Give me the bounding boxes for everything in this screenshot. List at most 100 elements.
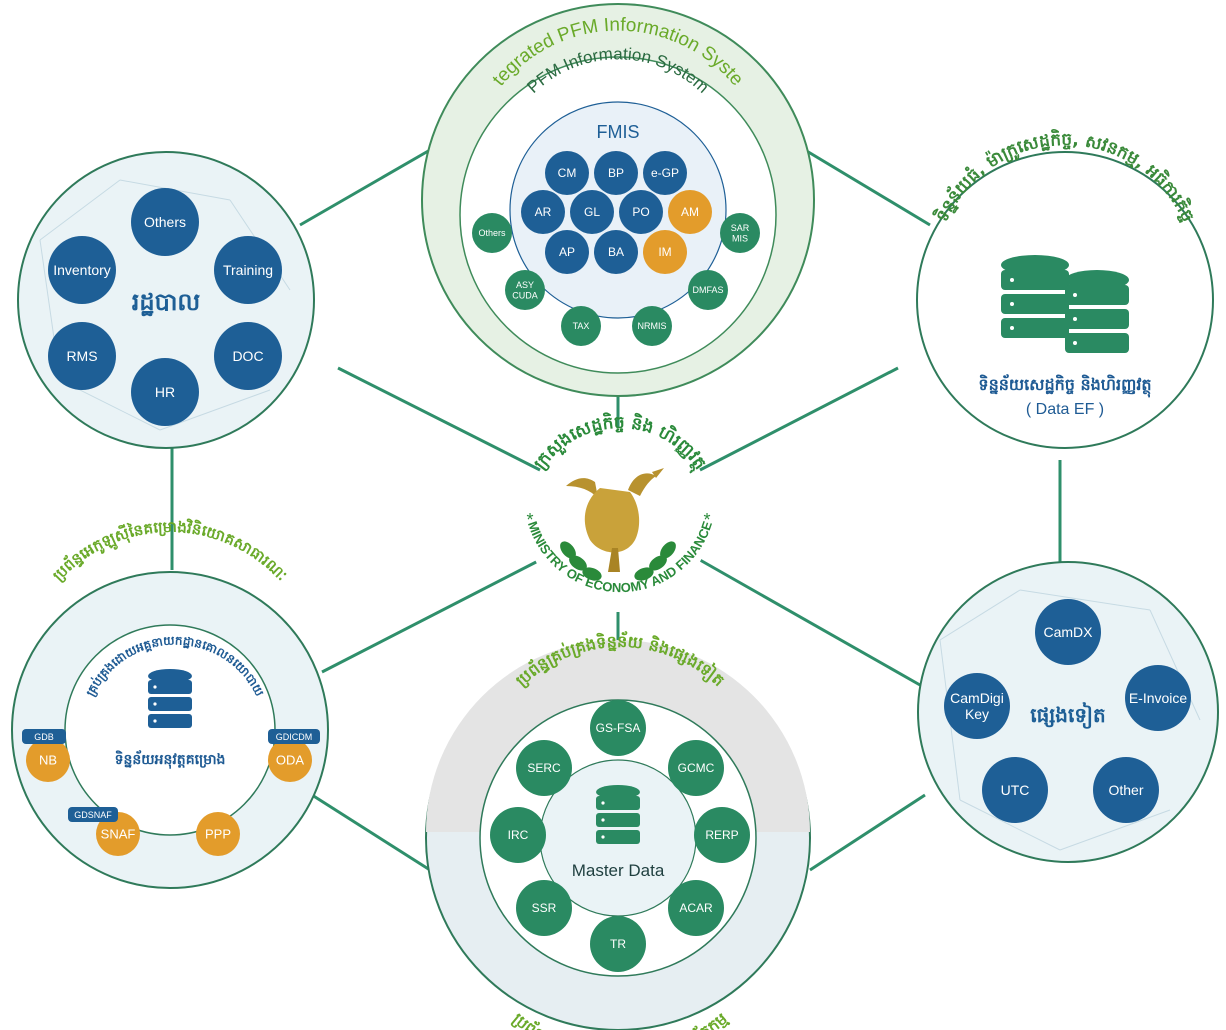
pip-node-group: NB ODA SNAF PPP xyxy=(26,738,312,856)
database-icon xyxy=(148,669,192,728)
node-acar-circle xyxy=(668,880,724,936)
node-tax-label: TAX xyxy=(573,321,590,331)
node-e-gp-circle xyxy=(643,151,687,195)
node-other-label: Other xyxy=(1108,782,1143,798)
fmis-title: FMIS xyxy=(597,122,640,142)
node-others-circle xyxy=(131,188,199,256)
node-others-label: Others xyxy=(144,214,186,230)
node-rms-circle xyxy=(48,322,116,390)
node-doc-circle xyxy=(214,322,282,390)
node-po-label: PO xyxy=(632,205,649,219)
node-dmfas-label: DMFAS xyxy=(692,285,723,295)
pip-label: ទិន្នន័យអនុវត្តគម្រោង xyxy=(115,750,226,769)
connector-lines xyxy=(170,148,1062,872)
tag-gdb-badge xyxy=(22,729,66,744)
laurel-wreath-icon xyxy=(560,541,676,581)
node-ppp-label: PPP xyxy=(205,827,231,842)
rooster-emblem-icon xyxy=(566,468,664,572)
pip-cluster: ប្រព័ន្ធអេកូឡូស៊ីនៃគម្រោងវិនិយោគសាធារណៈ … xyxy=(11,518,329,889)
node-cm-circle xyxy=(545,151,589,195)
node-snaf-label: SNAF xyxy=(101,827,136,842)
node-serc-circle xyxy=(516,740,572,796)
node-ap-circle xyxy=(545,230,589,274)
node-camdigi-key-circle xyxy=(944,673,1010,739)
database-icon xyxy=(596,785,640,844)
node-inventory-label: Inventory xyxy=(53,262,111,278)
database-icon xyxy=(1001,255,1129,353)
node-rerp-label: RERP xyxy=(705,828,738,842)
node-doc-label: DOC xyxy=(232,348,263,364)
node-e-gp-label: e-GP xyxy=(651,166,679,180)
node-bp-label: BP xyxy=(608,166,624,180)
node-gs-fsa-circle xyxy=(590,700,646,756)
node-snaf-circle xyxy=(96,812,140,856)
node-others-label: Others xyxy=(478,228,506,238)
tag-gdicdm-badge xyxy=(268,729,320,744)
node-irc-circle xyxy=(490,807,546,863)
node-im-label: IM xyxy=(658,245,671,259)
node-oda-circle xyxy=(268,738,312,782)
data-ef-sublabel: ( Data EF ) xyxy=(1026,401,1104,418)
node-ar-circle xyxy=(521,190,565,234)
node-im-circle xyxy=(643,230,687,274)
node-tr-circle xyxy=(590,916,646,972)
admin-title: រដ្ឋបាល xyxy=(132,288,201,317)
node-utc-circle xyxy=(982,757,1048,823)
ministry-emblem: ក្រសួងសេដ្ឋកិច្ច និង ហិរញ្ញវត្ថុ MINISTR… xyxy=(525,411,715,612)
node-gcmc-circle xyxy=(668,740,724,796)
node-nb-circle xyxy=(26,738,70,782)
node-irc-label: IRC xyxy=(508,828,529,842)
master-node-group: GS-FSA GCMC RERP ACAR TR SSR IRC SERC xyxy=(490,700,750,972)
node-rerp-circle xyxy=(694,807,750,863)
node-ba-circle xyxy=(594,230,638,274)
node-training-circle xyxy=(214,236,282,304)
data-ef-cluster: ទិន្នន័យធំ, ម៉ាក្រូសេដ្ឋកិច្ច, សវនកម្ម, … xyxy=(916,128,1214,449)
node-camdx-label: CamDX xyxy=(1043,624,1093,640)
node-gl-label: GL xyxy=(584,205,600,219)
node-gcmc-label: GCMC xyxy=(678,761,715,775)
tag-gdsnaf-label: GDSNAF xyxy=(74,810,112,820)
node-other-circle xyxy=(1093,757,1159,823)
node-training-label: Training xyxy=(223,262,273,278)
node-asy-cuda-circle xyxy=(505,270,545,310)
node-dmfas-circle xyxy=(688,270,728,310)
node-e-invoice-circle xyxy=(1125,665,1191,731)
node-cm-label: CM xyxy=(558,166,577,180)
emblem-star-right: * xyxy=(703,510,710,530)
node-inventory-circle xyxy=(48,236,116,304)
node-rms-label: RMS xyxy=(66,348,97,364)
node-utc-label: UTC xyxy=(1001,782,1030,798)
master-data-label: Master Data xyxy=(572,861,665,880)
node-serc-label: SERC xyxy=(527,761,561,775)
pip-inner-circle xyxy=(64,624,276,836)
node-ar-label: AR xyxy=(535,205,552,219)
node-tr-label: TR xyxy=(610,937,626,951)
node-ppp-circle xyxy=(196,812,240,856)
node-nrmis-label: NRMIS xyxy=(638,321,667,331)
node-nb-label: NB xyxy=(39,753,57,768)
node-acar-label: ACAR xyxy=(679,901,713,915)
node-ap-label: AP xyxy=(559,245,575,259)
node-camdx-circle xyxy=(1035,599,1101,665)
node-bp-circle xyxy=(594,151,638,195)
node-ba-label: BA xyxy=(608,245,624,259)
node-nrmis-circle xyxy=(632,306,672,346)
master-data-cluster: ប្រព័ន្ធគ្រប់គ្រងទិន្នន័យ និងផ្សេងទៀត ប្… xyxy=(425,631,811,1030)
node-oda-label: ODA xyxy=(276,753,305,768)
node-gs-fsa-label: GS-FSA xyxy=(596,721,641,735)
node-hr-circle xyxy=(131,358,199,426)
node-am-circle xyxy=(668,190,712,234)
node-e-invoice-label: E-Invoice xyxy=(1129,690,1188,706)
node-tax-circle xyxy=(561,306,601,346)
node-ssr-label: SSR xyxy=(532,901,557,915)
